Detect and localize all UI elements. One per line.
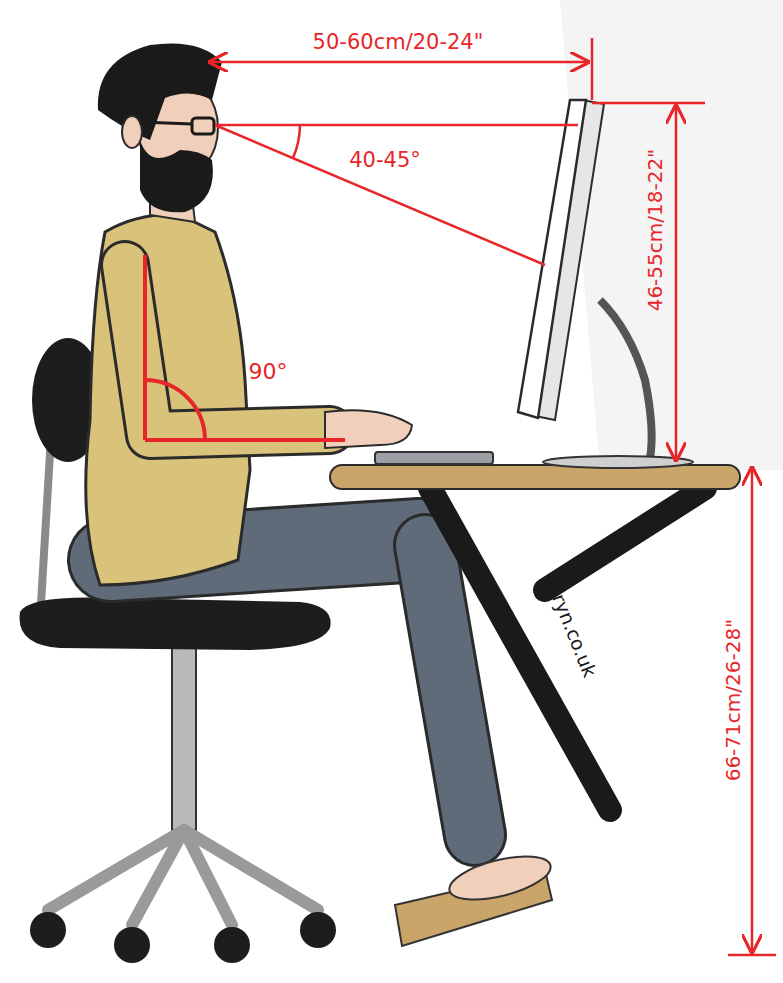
dimension-label: 66-71cm/26-28"	[723, 619, 743, 782]
arm-outline	[125, 265, 330, 435]
chair-wheels	[30, 912, 336, 963]
ear	[122, 116, 142, 148]
guides	[145, 38, 776, 955]
desk-leg	[430, 488, 610, 810]
wheel	[214, 927, 250, 963]
right-angle-arc	[145, 380, 205, 440]
dimension-line	[210, 61, 588, 64]
hair	[98, 43, 222, 140]
angle-label: 90°	[249, 361, 288, 383]
desk-top	[330, 465, 740, 489]
glasses	[192, 118, 214, 134]
dimension-line	[751, 468, 754, 952]
chair-base	[48, 830, 318, 925]
shin-outline	[425, 545, 475, 835]
keyboard	[375, 452, 493, 464]
wheel	[30, 912, 66, 948]
dimension-label: 50-60cm/20-24"	[313, 32, 484, 53]
wheel	[114, 927, 150, 963]
extension-line	[728, 954, 776, 957]
monitor-stand	[600, 300, 652, 458]
angle-label: 40-45°	[349, 150, 421, 171]
angle-arc	[293, 125, 300, 158]
extension-line	[592, 102, 705, 105]
foot	[445, 848, 555, 908]
shin	[425, 545, 475, 835]
desk-leg	[545, 488, 705, 590]
light-wedge	[560, 0, 783, 470]
glasses-arm	[140, 122, 192, 124]
extension-line	[591, 38, 594, 100]
right-angle-line	[143, 255, 147, 440]
sight-line	[215, 125, 545, 265]
monitor-base	[543, 456, 693, 468]
dimension-line	[675, 106, 678, 460]
dimension-label: 46-55cm/18-22"	[645, 149, 665, 312]
right-angle-line	[145, 438, 345, 442]
watermark: nryn.co.uk	[544, 580, 599, 680]
hand	[325, 410, 412, 448]
chair-seat	[20, 598, 331, 650]
chair-pole	[172, 630, 196, 830]
chair-leg	[132, 830, 184, 925]
chair-leg	[184, 830, 318, 910]
sight-line	[215, 124, 578, 127]
beard	[140, 140, 213, 212]
arm	[125, 265, 330, 435]
wheel	[300, 912, 336, 948]
